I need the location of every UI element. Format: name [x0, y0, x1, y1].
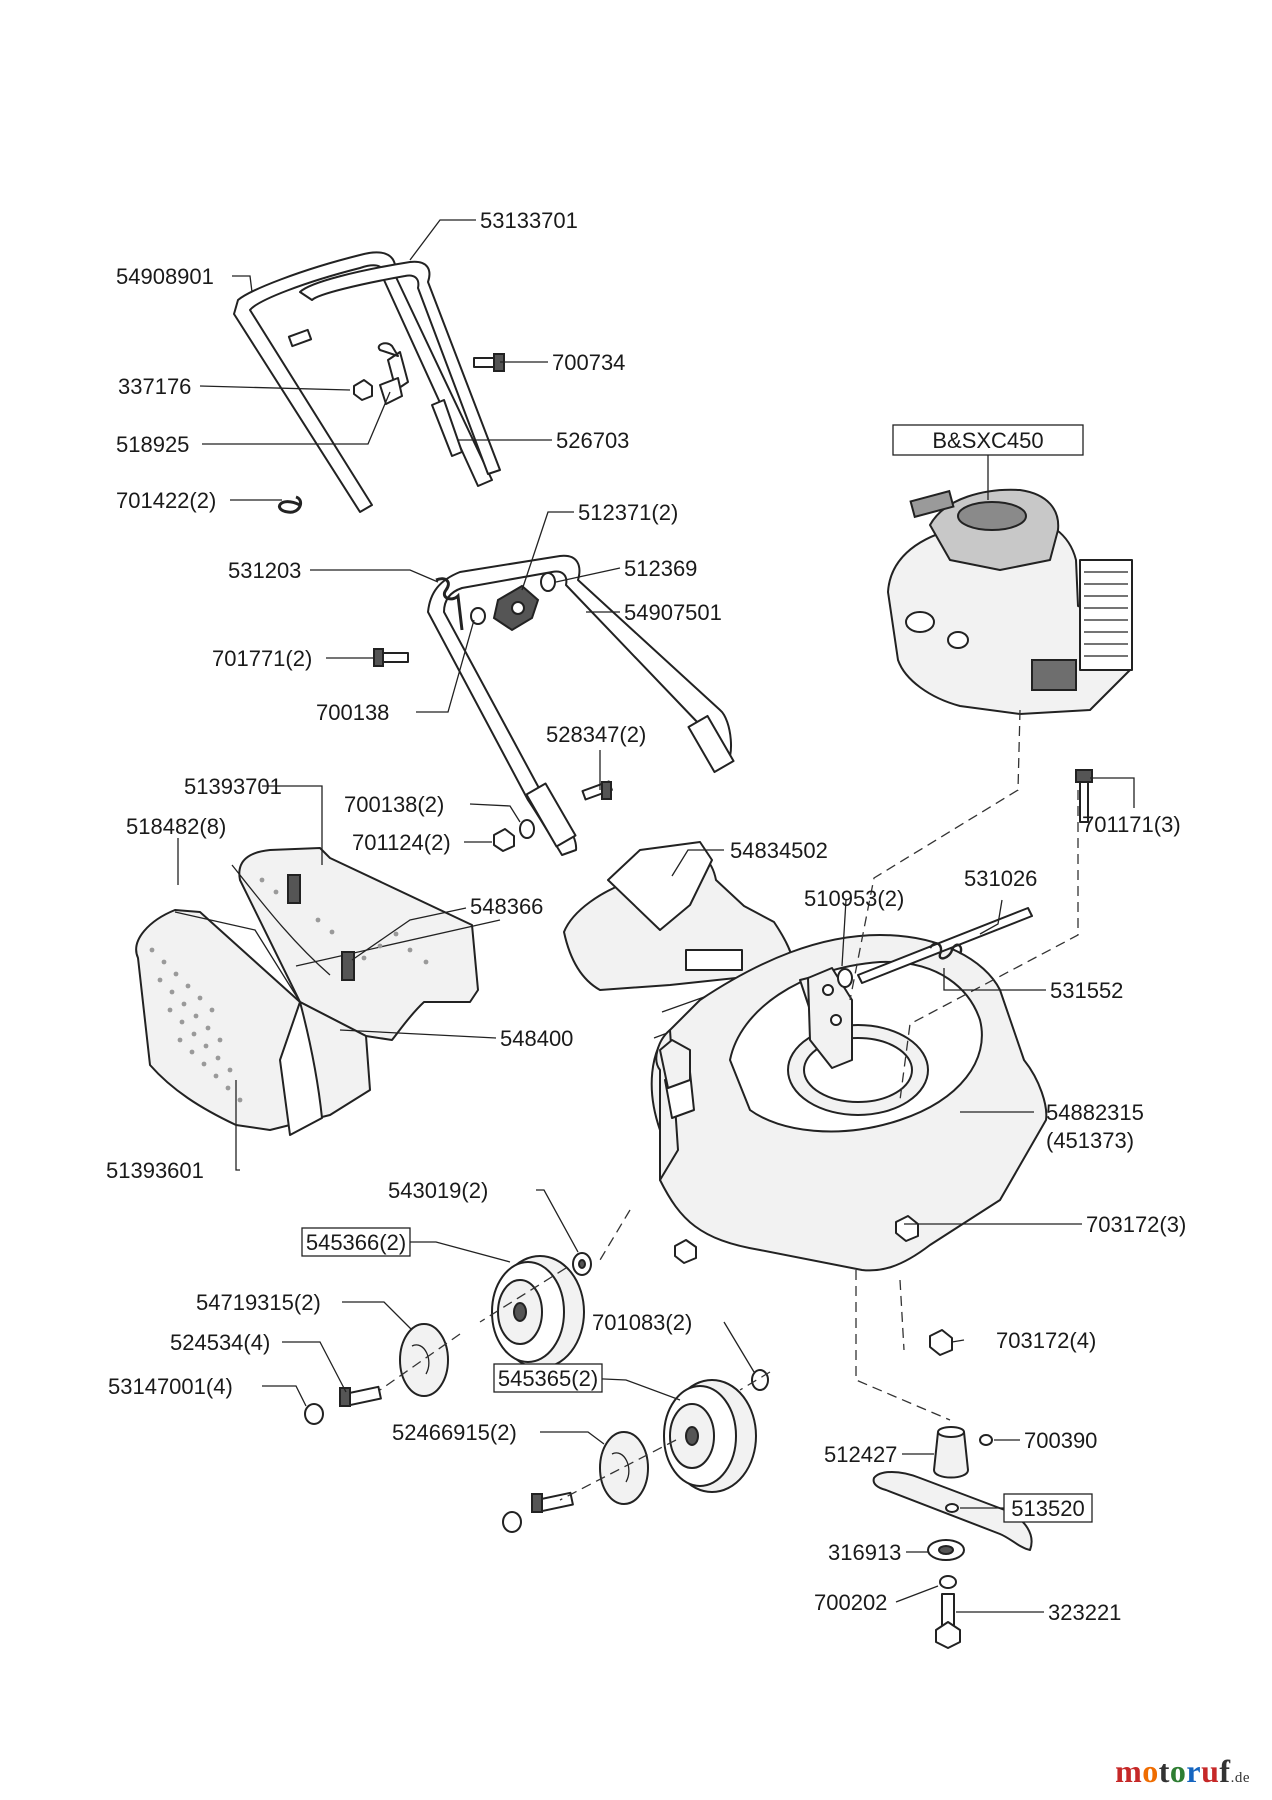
label-451373: (451373): [1046, 1128, 1134, 1153]
cap-53147001-front: [502, 1511, 522, 1533]
label-548366: 548366: [470, 894, 543, 919]
label-512427: 512427: [824, 1442, 897, 1467]
label-53147001: 53147001(4): [108, 1374, 233, 1399]
box-513520: [1003, 1493, 1093, 1523]
front-wheel-545365: [663, 1379, 757, 1493]
label-701771: 701771(2): [212, 646, 312, 671]
label-700138: 700138: [316, 700, 389, 725]
label-518925: 518925: [116, 432, 189, 457]
bracket-518925: [379, 377, 403, 405]
clip-701422: [277, 495, 303, 514]
washer-512369: [540, 572, 556, 592]
label-518482: 518482(8): [126, 814, 226, 839]
cap-53147001-rear: [304, 1403, 324, 1425]
label-51393601: 51393601: [106, 1158, 204, 1183]
assembly-lines: [379, 709, 1079, 1501]
blade-adapter-512427: [933, 1426, 969, 1479]
label-543019: 543019(2): [388, 1178, 488, 1203]
label-700390: 700390: [1024, 1428, 1097, 1453]
lockwasher-700202: [939, 1575, 957, 1589]
label-524534: 524534(4): [170, 1330, 270, 1355]
key-700390: [979, 1434, 993, 1446]
engine-fins: [1084, 571, 1128, 657]
label-316913: 316913: [828, 1540, 901, 1565]
engine-label-box: [892, 424, 1084, 456]
label-703172b: 703172(4): [996, 1328, 1096, 1353]
label-51393701: 51393701: [184, 774, 282, 799]
label-52466915: 52466915(2): [392, 1420, 517, 1445]
label-701083: 701083(2): [592, 1310, 692, 1335]
bolt-701771: [373, 648, 409, 667]
label-54882315: 54882315: [1046, 1100, 1144, 1125]
nut-703172: [929, 1329, 953, 1356]
washer-701083: [751, 1369, 769, 1391]
label-526703: 526703: [556, 428, 629, 453]
lower-handle: [427, 554, 735, 856]
knob-512371: [492, 584, 540, 632]
label-53133701: 53133701: [480, 208, 578, 233]
label-512371: 512371(2): [578, 500, 678, 525]
brand-logo: motoruf.de: [1115, 1753, 1250, 1790]
label-700138b: 700138(2): [344, 792, 444, 817]
label-531552: 531552: [1050, 978, 1123, 1003]
nut-701124: [493, 828, 515, 852]
deck-bracket: [807, 967, 853, 1069]
hubcap-54719315: [399, 1323, 449, 1397]
label-54907501: 54907501: [624, 600, 722, 625]
label-528347: 528347(2): [546, 722, 646, 747]
box-545366: [301, 1227, 411, 1257]
box-545365: [493, 1363, 603, 1393]
label-700734: 700734: [552, 350, 625, 375]
label-701171: 701171(3): [1082, 812, 1181, 837]
label-701124: 701124(2): [352, 830, 451, 855]
axle-531026: [837, 907, 1033, 988]
brand-name: motoruf: [1115, 1753, 1231, 1789]
bolt-528347: [581, 780, 613, 801]
nut-337176: [353, 379, 373, 401]
deflector-flap: [563, 841, 795, 1039]
bolt-524534-front: [531, 1491, 574, 1513]
label-513520: 513520: [1011, 1496, 1084, 1521]
label-510953: 510953(2): [804, 886, 904, 911]
bolt-700734: [473, 353, 505, 372]
upper-handle: [233, 251, 501, 513]
label-700202: 700202: [814, 1590, 887, 1615]
label-531203: 531203: [228, 558, 301, 583]
engine-block: [887, 488, 1133, 715]
rear-wheel-545366: [491, 1255, 585, 1369]
cable-526703: [431, 399, 463, 457]
bag-mesh-pattern: [149, 877, 429, 1103]
grass-catcher: [135, 847, 501, 1136]
engine-label: B&SXC450: [932, 428, 1043, 453]
label-54908901: 54908901: [116, 264, 214, 289]
blade-513520: [872, 1471, 1033, 1551]
part-labels: B&SXC450 53133701 54908901 337176 700734…: [106, 208, 1186, 1625]
label-54719315: 54719315(2): [196, 1290, 321, 1315]
label-323221: 323221: [1048, 1600, 1121, 1625]
label-512369: 512369: [624, 556, 697, 581]
nut-701124-deck: [674, 1239, 697, 1264]
washer-543019: [572, 1252, 592, 1276]
washer-316913: [927, 1539, 965, 1561]
screw-701171: [1075, 769, 1093, 823]
label-531026: 531026: [964, 866, 1037, 891]
washer-700138-upper: [470, 607, 486, 625]
lever-bracket: [377, 342, 409, 391]
hubcap-52466915: [599, 1431, 649, 1505]
label-701422: 701422(2): [116, 488, 216, 513]
spring-531203: [435, 577, 464, 631]
label-337176: 337176: [118, 374, 191, 399]
label-548400: 548400: [500, 1026, 573, 1051]
bolt-524534-rear: [339, 1385, 382, 1407]
label-703172a: 703172(3): [1086, 1212, 1186, 1237]
label-545366: 545366(2): [306, 1230, 406, 1255]
label-545365: 545365(2): [498, 1366, 598, 1391]
label-54834502: 54834502: [730, 838, 828, 863]
washer-700138-lower: [519, 819, 535, 839]
blade-bolt-323221: [935, 1593, 961, 1649]
brand-tld: .de: [1230, 1770, 1250, 1786]
